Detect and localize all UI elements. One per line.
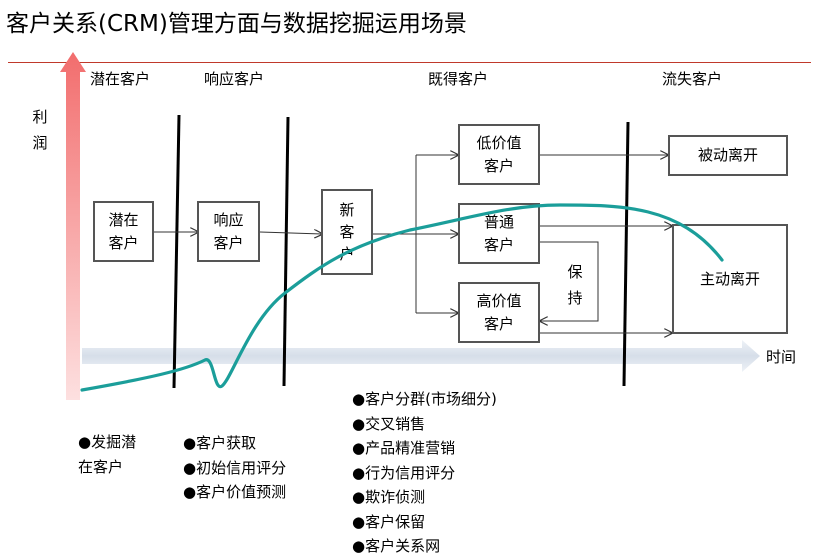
- box-normal-customer-text: 普通客户: [483, 212, 514, 254]
- list-item: ●客户关系网: [352, 537, 441, 555]
- box-potential-customer: 潜在客户: [93, 201, 154, 262]
- connector-response-new: [259, 232, 322, 234]
- phase-label-lost: 流失客户: [662, 70, 723, 88]
- box-high-value-customer: 高价值客户: [458, 282, 540, 343]
- x-axis-label: 时间: [766, 348, 797, 366]
- divider-1: [172, 114, 181, 389]
- list-item: ●产品精准营销: [352, 439, 456, 457]
- box-high-value-customer-text: 高价值客户: [476, 291, 522, 333]
- list-item: ●发掘潜: [78, 433, 137, 451]
- list-potential: ●发掘潜 在客户: [78, 430, 136, 479]
- divider-2: [282, 116, 290, 387]
- list-item: ●客户保留: [352, 512, 426, 531]
- box-response-customer-text: 响应客户: [213, 210, 244, 252]
- y-axis-label-text: 利润: [32, 108, 48, 152]
- list-item: ●初始信用评分: [183, 458, 287, 477]
- time-axis-arrow: [82, 340, 760, 372]
- phase-label-response: 响应客户: [204, 70, 265, 88]
- retain-label-text: 保持: [567, 263, 583, 307]
- list-item: ●欺诈侦测: [352, 488, 426, 506]
- box-new-customer-text: 新客户: [339, 201, 355, 263]
- list-response: ●客户获取 ●初始信用评分 ●客户价值预测: [183, 431, 286, 505]
- box-potential-customer-text: 潜在客户: [108, 210, 139, 252]
- list-item: ●交叉销售: [352, 414, 426, 433]
- box-normal-customer: 普通客户: [458, 203, 540, 264]
- list-item: ●客户分群(市场细分): [352, 390, 497, 408]
- box-active-leave-text: 主动离开: [699, 269, 760, 288]
- retain-label: 保持: [565, 259, 585, 311]
- box-active-leave: 主动离开: [672, 224, 788, 334]
- phase-label-potential: 潜在客户: [90, 70, 151, 88]
- list-item: ●客户获取: [183, 434, 257, 452]
- divider-3: [622, 121, 630, 387]
- profit-axis-arrow: [60, 52, 86, 400]
- box-response-customer: 响应客户: [197, 201, 260, 262]
- y-axis-label: 利润: [30, 104, 50, 156]
- list-item: 在客户: [78, 457, 124, 476]
- box-passive-leave: 被动离开: [668, 135, 788, 176]
- list-acquired: ●客户分群(市场细分) ●交叉销售 ●产品精准营销 ●行为信用评分 ●欺诈侦测 …: [352, 387, 497, 559]
- box-passive-leave-text: 被动离开: [697, 146, 758, 164]
- title-divider: [8, 62, 811, 63]
- box-new-customer: 新客户: [321, 189, 373, 275]
- box-low-value-customer: 低价值客户: [458, 124, 540, 185]
- box-low-value-customer-text: 低价值客户: [476, 133, 522, 175]
- list-item: ●行为信用评分: [352, 463, 456, 482]
- page-title: 客户关系(CRM)管理方面与数据挖掘运用场景: [6, 11, 467, 37]
- list-item: ●客户价值预测: [183, 483, 287, 501]
- phase-label-acquired: 既得客户: [428, 70, 489, 88]
